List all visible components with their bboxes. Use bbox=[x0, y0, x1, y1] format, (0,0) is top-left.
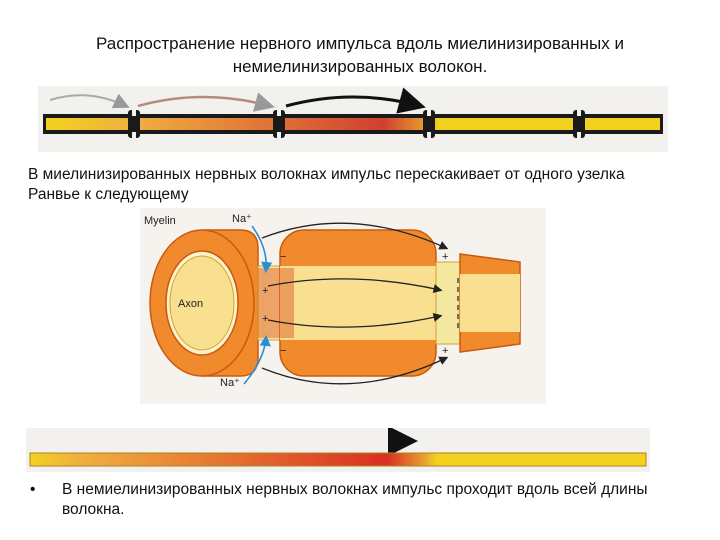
unmyelinated-fiber-figure bbox=[26, 428, 650, 472]
slide-title: Распространение нервного импульса вдоль … bbox=[95, 34, 624, 76]
myelin-label: Myelin bbox=[144, 215, 176, 227]
svg-text:+: + bbox=[442, 251, 448, 263]
axon-label: Axon bbox=[178, 298, 203, 310]
svg-text:−: − bbox=[280, 345, 286, 357]
bullet-marker: • bbox=[30, 481, 36, 498]
caption-unmyelinated: В немиелинизированных нервных волокнах и… bbox=[62, 481, 648, 518]
na-label-bottom: Na⁺ bbox=[220, 377, 240, 389]
caption-myelinated: В миелинизированных нервных волокнах имп… bbox=[28, 166, 625, 203]
svg-text:+: + bbox=[442, 345, 448, 357]
na-label-top: Na⁺ bbox=[232, 213, 252, 225]
myelinated-fiber-figure bbox=[38, 86, 668, 152]
node-of-ranvier-diagram: + + − − + + Myelin Axon Na⁺ Na⁺ bbox=[140, 208, 546, 404]
svg-text:+: + bbox=[262, 285, 268, 297]
svg-text:−: − bbox=[280, 251, 286, 263]
svg-text:+: + bbox=[262, 313, 268, 325]
